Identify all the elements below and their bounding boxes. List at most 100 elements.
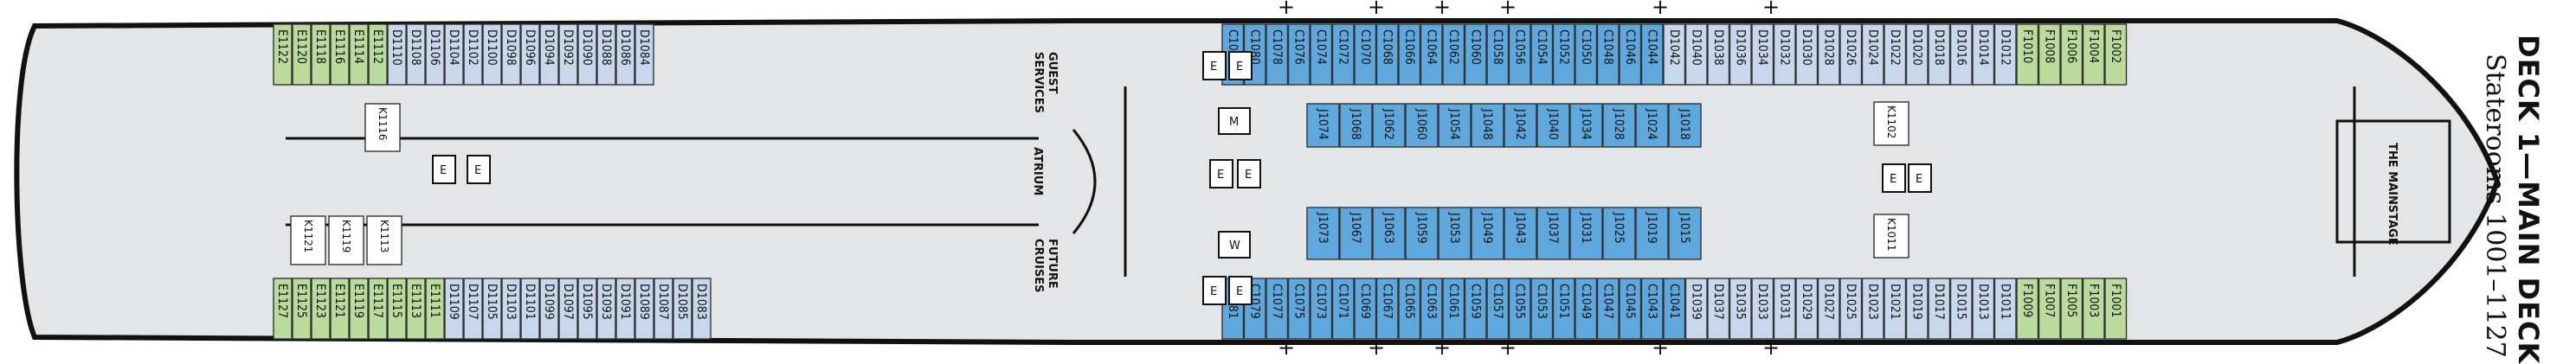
stateroom[interactable] [1331,278,1355,340]
stateroom[interactable] [1420,23,1443,86]
stateroom[interactable] [1442,23,1465,86]
stateroom[interactable] [577,23,597,86]
stateroom[interactable] [1972,23,1995,86]
stateroom[interactable] [330,278,350,340]
stateroom[interactable] [1536,207,1570,260]
stateroom[interactable] [2082,23,2105,86]
stateroom[interactable] [1773,23,1796,86]
stateroom[interactable] [1684,23,1708,86]
stateroom[interactable] [1668,207,1702,260]
stateroom[interactable] [1552,23,1575,86]
stateroom[interactable] [387,278,407,340]
stateroom[interactable] [1972,278,1995,340]
stateroom[interactable] [1619,278,1642,340]
stateroom[interactable] [2060,23,2083,86]
stateroom[interactable] [1905,23,1929,86]
stateroom[interactable] [1354,23,1377,86]
stateroom[interactable] [1306,103,1340,148]
stateroom[interactable] [2082,278,2105,340]
stateroom[interactable] [273,278,293,340]
stateroom[interactable] [2038,278,2061,340]
stateroom[interactable] [1729,23,1752,86]
stateroom[interactable] [330,23,350,86]
stateroom[interactable] [558,278,578,340]
stateroom[interactable] [1504,103,1537,148]
stateroom[interactable] [520,278,540,340]
stateroom[interactable] [349,278,369,340]
stateroom[interactable] [1635,103,1669,148]
inside-stateroom[interactable] [1873,101,1909,146]
stateroom[interactable] [1640,23,1664,86]
stateroom[interactable] [1707,23,1730,86]
stateroom[interactable] [1729,278,1752,340]
stateroom[interactable] [1928,23,1951,86]
inside-stateroom[interactable] [1873,214,1909,259]
stateroom[interactable] [425,278,445,340]
stateroom[interactable] [1354,278,1377,340]
stateroom[interactable] [1339,103,1373,148]
stateroom[interactable] [311,278,331,340]
stateroom[interactable] [1569,103,1603,148]
stateroom[interactable] [1619,23,1642,86]
stateroom[interactable] [1372,207,1406,260]
stateroom[interactable] [2104,23,2128,86]
stateroom[interactable] [425,23,445,86]
stateroom[interactable] [1773,278,1796,340]
stateroom[interactable] [444,278,464,340]
stateroom[interactable] [1795,278,1819,340]
stateroom[interactable] [1839,278,1863,340]
stateroom[interactable] [1310,278,1333,340]
stateroom[interactable] [1398,278,1421,340]
stateroom[interactable] [2038,23,2061,86]
stateroom[interactable] [1928,278,1951,340]
stateroom[interactable] [387,23,407,86]
stateroom[interactable] [577,278,597,340]
stateroom[interactable] [368,278,388,340]
stateroom[interactable] [1993,23,2017,86]
stateroom[interactable] [1552,278,1575,340]
stateroom[interactable] [1398,23,1421,86]
stateroom[interactable] [1375,278,1399,340]
stateroom[interactable] [1464,23,1487,86]
stateroom[interactable] [406,278,426,340]
stateroom[interactable] [1310,23,1333,86]
stateroom[interactable] [1668,103,1702,148]
stateroom[interactable] [1536,103,1570,148]
stateroom[interactable] [463,23,483,86]
stateroom[interactable] [1486,23,1510,86]
stateroom[interactable] [292,278,312,340]
stateroom[interactable] [1861,278,1884,340]
stateroom[interactable] [1508,23,1531,86]
stateroom[interactable] [1287,278,1311,340]
stateroom[interactable] [1530,278,1554,340]
stateroom[interactable] [444,23,464,86]
stateroom[interactable] [1405,207,1439,260]
stateroom[interactable] [673,278,692,340]
stateroom[interactable] [520,23,540,86]
stateroom[interactable] [1707,278,1730,340]
stateroom[interactable] [1438,207,1472,260]
stateroom[interactable] [1817,278,1840,340]
stateroom[interactable] [1420,278,1443,340]
stateroom[interactable] [1596,23,1620,86]
stateroom[interactable] [1504,207,1537,260]
stateroom[interactable] [692,278,712,340]
stateroom[interactable] [1884,278,1907,340]
stateroom[interactable] [1438,103,1472,148]
stateroom[interactable] [2104,278,2128,340]
stateroom[interactable] [1464,278,1487,340]
stateroom[interactable] [1861,23,1884,86]
stateroom[interactable] [1508,278,1531,340]
stateroom[interactable] [539,23,559,86]
stateroom[interactable] [1795,23,1819,86]
stateroom[interactable] [1839,23,1863,86]
stateroom[interactable] [1339,207,1373,260]
inside-stateroom[interactable] [290,215,326,265]
stateroom[interactable] [1751,278,1774,340]
stateroom[interactable] [1287,23,1311,86]
stateroom[interactable] [1471,103,1504,148]
stateroom[interactable] [1602,207,1636,260]
stateroom[interactable] [1602,103,1636,148]
stateroom[interactable] [1405,103,1439,148]
stateroom[interactable] [1569,207,1603,260]
